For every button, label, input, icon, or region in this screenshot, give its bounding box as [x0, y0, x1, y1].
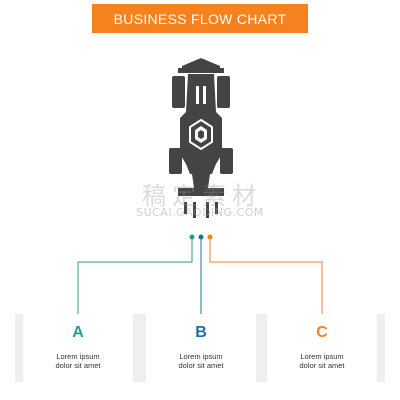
connector-dot-a: [189, 234, 195, 240]
connector-dot-c: [207, 234, 213, 240]
step-c-line2: dolor sit amet: [299, 361, 345, 370]
formula-race-car-icon: [169, 58, 233, 218]
watermark-chinese: 稿定素材: [142, 182, 262, 210]
title-banner: BUSINESS FLOW CHART: [92, 4, 308, 33]
step-card-a: A Lorem ipsum dolor sit amet: [23, 314, 133, 382]
banner-title: BUSINESS FLOW CHART: [113, 10, 287, 27]
step-a-line1: Lorem ipsum: [56, 352, 100, 361]
watermark-latin: SUCAI.GAODING.COM: [136, 206, 264, 219]
step-letter-c: C: [316, 324, 328, 341]
step-b-line2: dolor sit amet: [178, 361, 224, 370]
step-b-line1: Lorem ipsum: [179, 352, 223, 361]
connector-c: [209, 238, 323, 318]
step-a-line2: dolor sit amet: [55, 361, 101, 370]
connector-a: [77, 238, 193, 318]
step-letter-a: A: [72, 324, 84, 341]
step-letter-b: B: [195, 324, 207, 341]
connector-dot-b: [198, 234, 204, 240]
step-c-line1: Lorem ipsum: [300, 352, 344, 361]
step-card-c: C Lorem ipsum dolor sit amet: [267, 314, 377, 382]
step-card-b: B Lorem ipsum dolor sit amet: [146, 314, 256, 382]
